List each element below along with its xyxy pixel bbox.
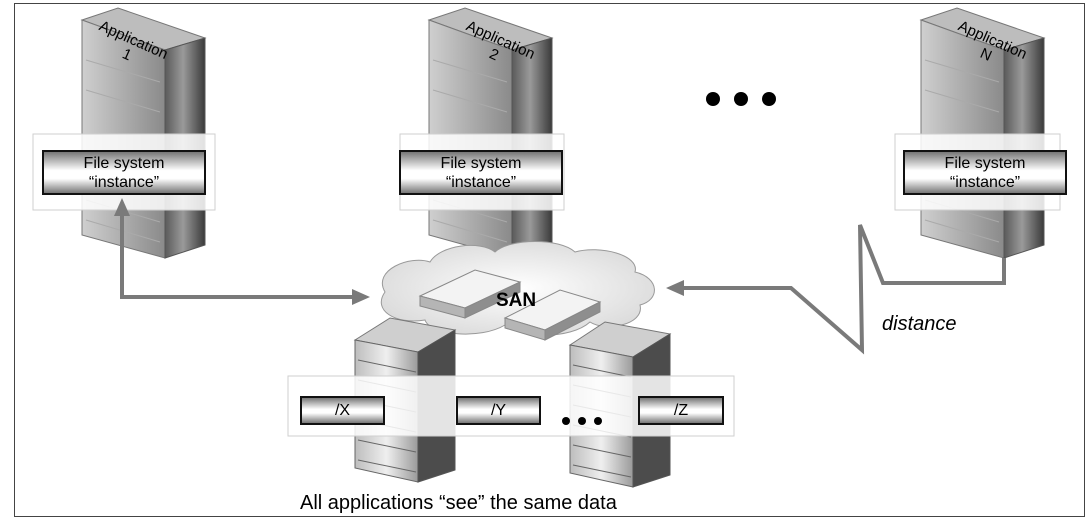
fs-instance-line1: File system bbox=[83, 154, 165, 172]
ellipsis-dots-volumes bbox=[562, 417, 602, 425]
caption: All applications “see” the same data bbox=[300, 492, 617, 514]
volume-box-x: /X bbox=[300, 396, 385, 425]
fs-instance-line2: “instance” bbox=[88, 173, 160, 191]
fs-instance-line2: “instance” bbox=[445, 173, 517, 191]
fs-instance-line1: File system bbox=[944, 154, 1026, 172]
fs-instance-box-1: File system “instance” bbox=[42, 150, 206, 195]
fs-instance-line1: File system bbox=[440, 154, 522, 172]
connector-app1-san bbox=[114, 198, 370, 305]
diagram-frame bbox=[14, 3, 1085, 517]
ellipsis-dots-servers bbox=[706, 92, 776, 106]
fs-instance-box-2: File system “instance” bbox=[399, 150, 563, 195]
distance-label: distance bbox=[882, 313, 957, 335]
fs-instance-line2: “instance” bbox=[949, 173, 1021, 191]
san-cloud bbox=[380, 241, 655, 341]
fs-instance-box-n: File system “instance” bbox=[903, 150, 1067, 195]
volume-box-z: /Z bbox=[638, 396, 724, 425]
connector-appn-san bbox=[666, 224, 1006, 355]
volume-box-y: /Y bbox=[456, 396, 541, 425]
san-label: SAN bbox=[496, 290, 537, 311]
